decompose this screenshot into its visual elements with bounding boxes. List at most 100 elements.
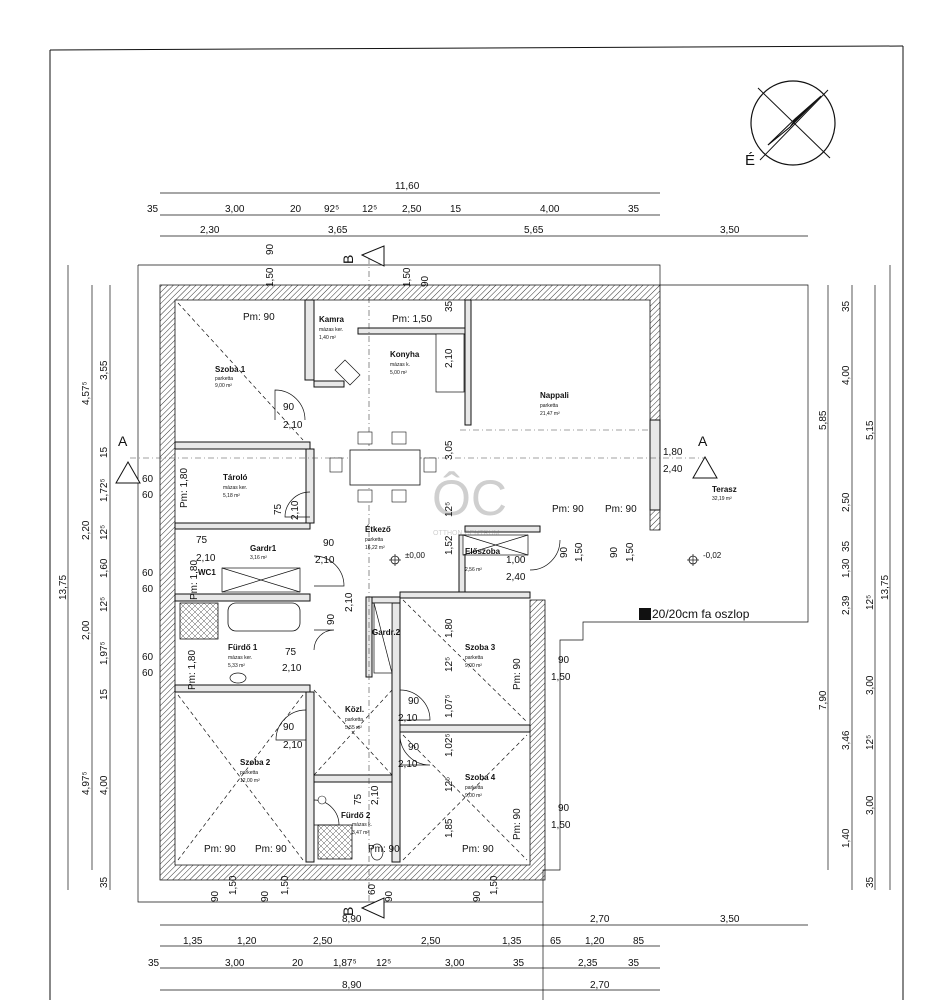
bottom-dimensions: 8,90 2,70 3,50 1,35 1,20 2,50 2,50 1,35 … xyxy=(148,914,808,991)
dim-185: 1,85 xyxy=(444,818,455,838)
room-szoba2-name: Szoba 2 xyxy=(240,758,271,767)
dim-left-60-e: 60 xyxy=(142,652,154,663)
room-szoba2-floor: parketta xyxy=(240,770,258,776)
dim-left-60-b: 60 xyxy=(142,490,154,501)
room-terasz-area: 32,19 m² xyxy=(712,496,732,502)
section-b-bottom-marker xyxy=(360,897,385,919)
dim-right-mid-0: 5,85 xyxy=(818,410,829,430)
dim-right-outer: 13,75 xyxy=(880,575,891,600)
dim-left-in-1: 15 xyxy=(99,446,110,458)
dim-bot-r1-0: 8,90 xyxy=(342,914,362,925)
section-a-left-label: A xyxy=(118,433,128,449)
dim-left-in-8: 4,00 xyxy=(99,775,110,795)
dim-right-in-3: 2,50 xyxy=(841,492,852,512)
room-kamra-name: Kamra xyxy=(319,315,344,324)
door-gardr1-w: 90 xyxy=(323,538,335,549)
dim-right-mid-1: 7,90 xyxy=(818,690,829,710)
dim-top-r1-6: 15 xyxy=(450,204,462,215)
dim-top-r1-8: 35 xyxy=(628,204,640,215)
dim-bottom-90-2: 90 xyxy=(260,890,271,902)
dim-bot-r1-2: 3,50 xyxy=(720,914,740,925)
door-szoba1-w: 90 xyxy=(283,402,295,413)
section-b-top-marker xyxy=(360,245,385,267)
room-kozl-floor: parketta xyxy=(345,717,363,723)
win-nappali-2-h: 1,50 xyxy=(625,542,636,562)
dim-bot-r2-3: 2,50 xyxy=(421,936,441,947)
level-terrace: -0,02 xyxy=(703,551,722,560)
door-gardr2-w: 90 xyxy=(326,613,337,625)
section-b-top-label: B xyxy=(340,255,356,264)
section-b-bottom-label: B xyxy=(340,907,356,916)
left-dimensions: 13,75 4,57⁵ 2,20 2,00 4,97⁵ 3,55 15 1,72… xyxy=(58,265,111,890)
dim-top-r1-0: 35 xyxy=(147,204,159,215)
dim-125-b: 12⁵ xyxy=(444,657,455,672)
dim-right-in-12: 1,40 xyxy=(841,828,852,848)
room-gardr1-name: Gardr1 xyxy=(250,544,277,553)
dim-left-60-d: 60 xyxy=(142,584,154,595)
opening-labels: Pm: 90 Pm: 1,50 Pm: 1,80 Pm: 90 Pm: 90 P… xyxy=(142,243,750,902)
dim-right-in-2: 5,15 xyxy=(865,420,876,440)
dim-bottom-90-4: 90 xyxy=(472,890,483,902)
pm-konyha: Pm: 1,50 xyxy=(392,314,432,325)
dim-bot-r3-8: 35 xyxy=(628,958,640,969)
room-etkezo-floor: parketta xyxy=(365,537,383,543)
win-top-1: 1,50 xyxy=(265,267,276,287)
site-outline xyxy=(137,264,809,1000)
dim-top-r1-2: 20 xyxy=(290,204,302,215)
dim-left-mid-2: 2,00 xyxy=(81,620,92,640)
door-swings xyxy=(274,359,561,826)
dim-left-in-3: 12⁵ xyxy=(99,525,110,540)
room-konyha-area: 5,00 m² xyxy=(390,370,407,376)
pm-wc1: Pm: 1,80 xyxy=(189,560,200,600)
dim-107: 1,07⁵ xyxy=(444,694,455,718)
fixtures xyxy=(179,333,651,861)
dim-left-mid-3: 4,97⁵ xyxy=(81,771,92,795)
room-furdo2-area: 3,47 m² xyxy=(352,830,369,836)
pm-szoba4: Pm: 90 xyxy=(512,808,523,840)
watermark-text: OTTHON CENTRUM xyxy=(433,530,500,537)
pm-furdo1: Pm: 1,80 xyxy=(187,650,198,690)
dim-left-mid-1: 2,20 xyxy=(81,520,92,540)
dim-bottom-90-1: 90 xyxy=(210,890,221,902)
pm-szoba4-2: Pm: 90 xyxy=(462,844,494,855)
dim-right-in-11: 3,00 xyxy=(865,795,876,815)
dim-right-in-7: 12⁵ xyxy=(865,595,876,610)
drawing-frame xyxy=(49,45,904,1000)
dim-bottom-150-2: 1,50 xyxy=(280,875,291,895)
room-kozl-area: 5,55 m² xyxy=(345,725,362,731)
room-furdo1-area: 5,33 m² xyxy=(228,663,245,669)
dim-left-in-9: 35 xyxy=(99,876,110,888)
door-szoba2-h: 2,10 xyxy=(283,740,303,751)
dim-right-in-9: 3,46 xyxy=(841,730,852,750)
interior-walls xyxy=(174,299,541,863)
room-szoba1-area: 9,00 m² xyxy=(215,383,232,389)
dim-bot-r2-1: 1,20 xyxy=(237,936,257,947)
dim-bot-r3-2: 20 xyxy=(292,958,304,969)
section-a-right-label: A xyxy=(698,433,708,449)
room-szoba3-floor: parketta xyxy=(465,655,483,661)
pm-szoba3: Pm: 90 xyxy=(512,658,523,690)
dim-kitchen-35: 35 xyxy=(444,300,455,312)
room-szoba1-name: Szoba 1 xyxy=(215,365,246,374)
room-furdo2-name: Fürdő 2 xyxy=(341,811,371,820)
shower-2 xyxy=(317,824,353,860)
win-nappali-1-w: 90 xyxy=(559,546,570,558)
dim-bot-r3-3: 1,87⁵ xyxy=(333,958,357,969)
room-kamra-area: 1,40 m² xyxy=(319,335,336,341)
watermark-logo: ÔC xyxy=(432,470,507,526)
dim-right-in-1: 4,00 xyxy=(841,365,852,385)
room-szoba4-name: Szoba 4 xyxy=(465,773,496,782)
section-a-right-marker xyxy=(692,455,718,479)
toilet-2 xyxy=(370,843,384,861)
dim-bot-r3-5: 3,00 xyxy=(445,958,465,969)
pm-nappali-1: Pm: 90 xyxy=(552,504,584,515)
win-szoba4-w: 90 xyxy=(558,803,570,814)
room-szoba1-floor: parketta xyxy=(215,376,233,382)
outer-walls xyxy=(159,284,661,881)
column xyxy=(639,608,651,620)
level-markers: ±0,00 -0,02 xyxy=(389,551,722,566)
dim-left-in-6: 1,97⁵ xyxy=(99,641,110,665)
room-szoba4-area: 9,00 m² xyxy=(465,793,482,799)
dim-kitchen-210: 2,10 xyxy=(444,348,455,368)
